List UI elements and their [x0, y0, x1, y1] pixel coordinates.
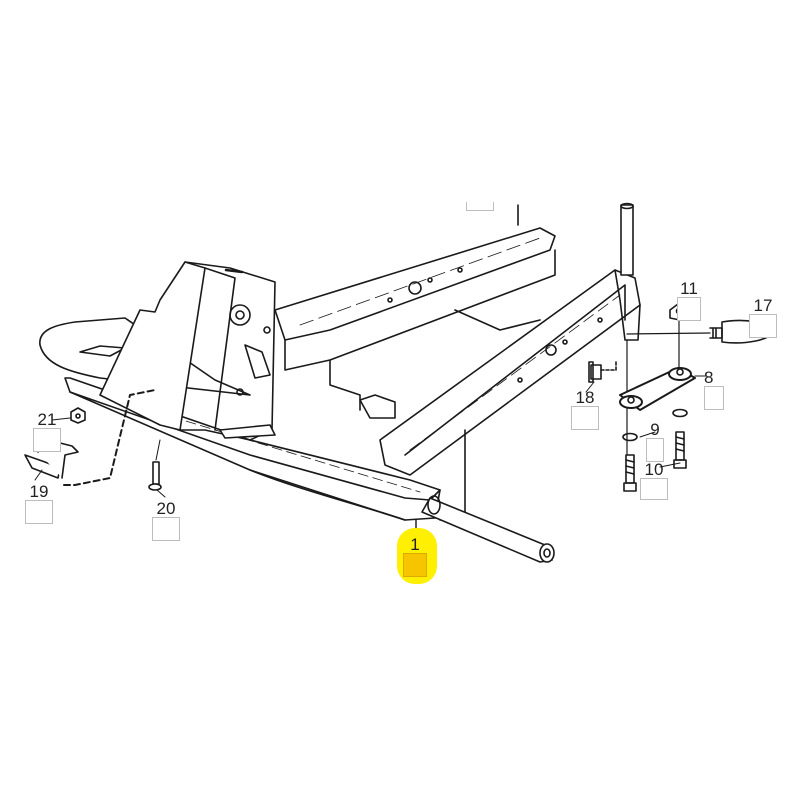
part-box[interactable] [704, 386, 724, 410]
callout-part-1[interactable]: 1 [403, 536, 427, 577]
screw-icon [148, 439, 162, 491]
callout-part-19[interactable]: 19 [25, 483, 53, 524]
callout-part-21[interactable]: 21 [33, 411, 61, 452]
washer-icon [622, 432, 638, 442]
callout-part-11[interactable]: 11 [677, 280, 701, 321]
callout-part-17[interactable]: 17 [749, 297, 777, 338]
callout-part-8[interactable]: 8 [704, 369, 724, 410]
tower-bracket [99, 261, 276, 441]
part-box[interactable] [646, 438, 664, 462]
part-number: 17 [753, 296, 773, 315]
part-box[interactable] [677, 297, 701, 321]
part-number: 19 [29, 482, 49, 501]
callout-part-18[interactable]: 18 [571, 389, 599, 430]
callout-part-top[interactable] [466, 202, 494, 211]
flange-nut-icon [588, 361, 617, 383]
part-number: 11 [680, 279, 698, 298]
part-box[interactable] [25, 500, 53, 524]
nut-icon [70, 407, 86, 424]
washer-icon [672, 408, 688, 418]
part-number: 8 [704, 368, 714, 387]
callout-part-9[interactable]: 9 [646, 421, 664, 462]
part-box[interactable] [33, 428, 61, 452]
part-box[interactable] [466, 202, 494, 211]
axle-tube [421, 495, 555, 563]
part-box[interactable] [571, 406, 599, 430]
part-box[interactable] [640, 478, 668, 500]
part-number: 21 [37, 410, 57, 429]
part-number: 20 [156, 499, 176, 518]
callout-part-20[interactable]: 20 [152, 500, 180, 541]
part-number: 18 [575, 388, 595, 407]
part-box[interactable] [152, 517, 180, 541]
link-arm [619, 367, 696, 411]
part-box[interactable] [749, 314, 777, 338]
part-number: 10 [644, 460, 664, 479]
bolt-icon [623, 454, 637, 492]
callout-part-10[interactable]: 10 [640, 461, 668, 500]
vertical-pin [620, 202, 634, 456]
cross-rail [379, 269, 641, 476]
part-number: 1 [410, 535, 420, 554]
part-box[interactable] [403, 553, 427, 577]
part-number: 9 [650, 420, 660, 439]
